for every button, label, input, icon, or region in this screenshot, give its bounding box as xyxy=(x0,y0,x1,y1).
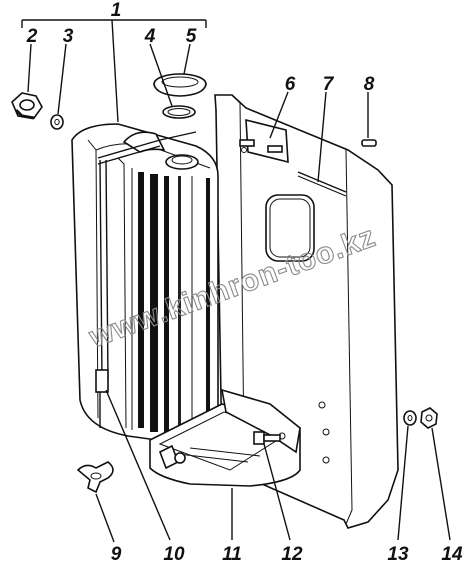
hex-nut xyxy=(11,92,43,120)
washer-small xyxy=(403,410,417,426)
latch-plate xyxy=(239,118,289,164)
wing-nut xyxy=(76,461,114,494)
callout-3: 3 xyxy=(63,26,74,47)
callout-1: 1 xyxy=(111,0,122,21)
hex-nut-small xyxy=(420,407,438,429)
panel-window-cutout xyxy=(265,194,315,262)
callout-11: 11 xyxy=(222,544,242,565)
callout-2: 2 xyxy=(26,26,38,47)
callout-5: 5 xyxy=(186,26,197,47)
callout-9: 9 xyxy=(111,544,122,565)
bolt xyxy=(253,431,281,445)
washer xyxy=(50,114,64,130)
callout-7: 7 xyxy=(323,74,335,95)
callout-13: 13 xyxy=(387,544,409,565)
leader-lines xyxy=(21,19,451,543)
callout-8: 8 xyxy=(364,74,375,95)
gasket-ring xyxy=(162,105,196,119)
support-tray xyxy=(149,388,301,487)
pin xyxy=(361,139,377,147)
filler-neck xyxy=(165,154,199,170)
callout-6: 6 xyxy=(285,74,296,95)
callout-10: 10 xyxy=(163,544,185,565)
strap-rod xyxy=(297,171,347,197)
callout-14: 14 xyxy=(441,544,463,565)
callout-4: 4 xyxy=(144,26,156,47)
callout-12: 12 xyxy=(281,544,303,565)
callout-labels: 1 2 3 4 5 6 7 8 9 10 11 12 13 14 xyxy=(26,0,463,565)
